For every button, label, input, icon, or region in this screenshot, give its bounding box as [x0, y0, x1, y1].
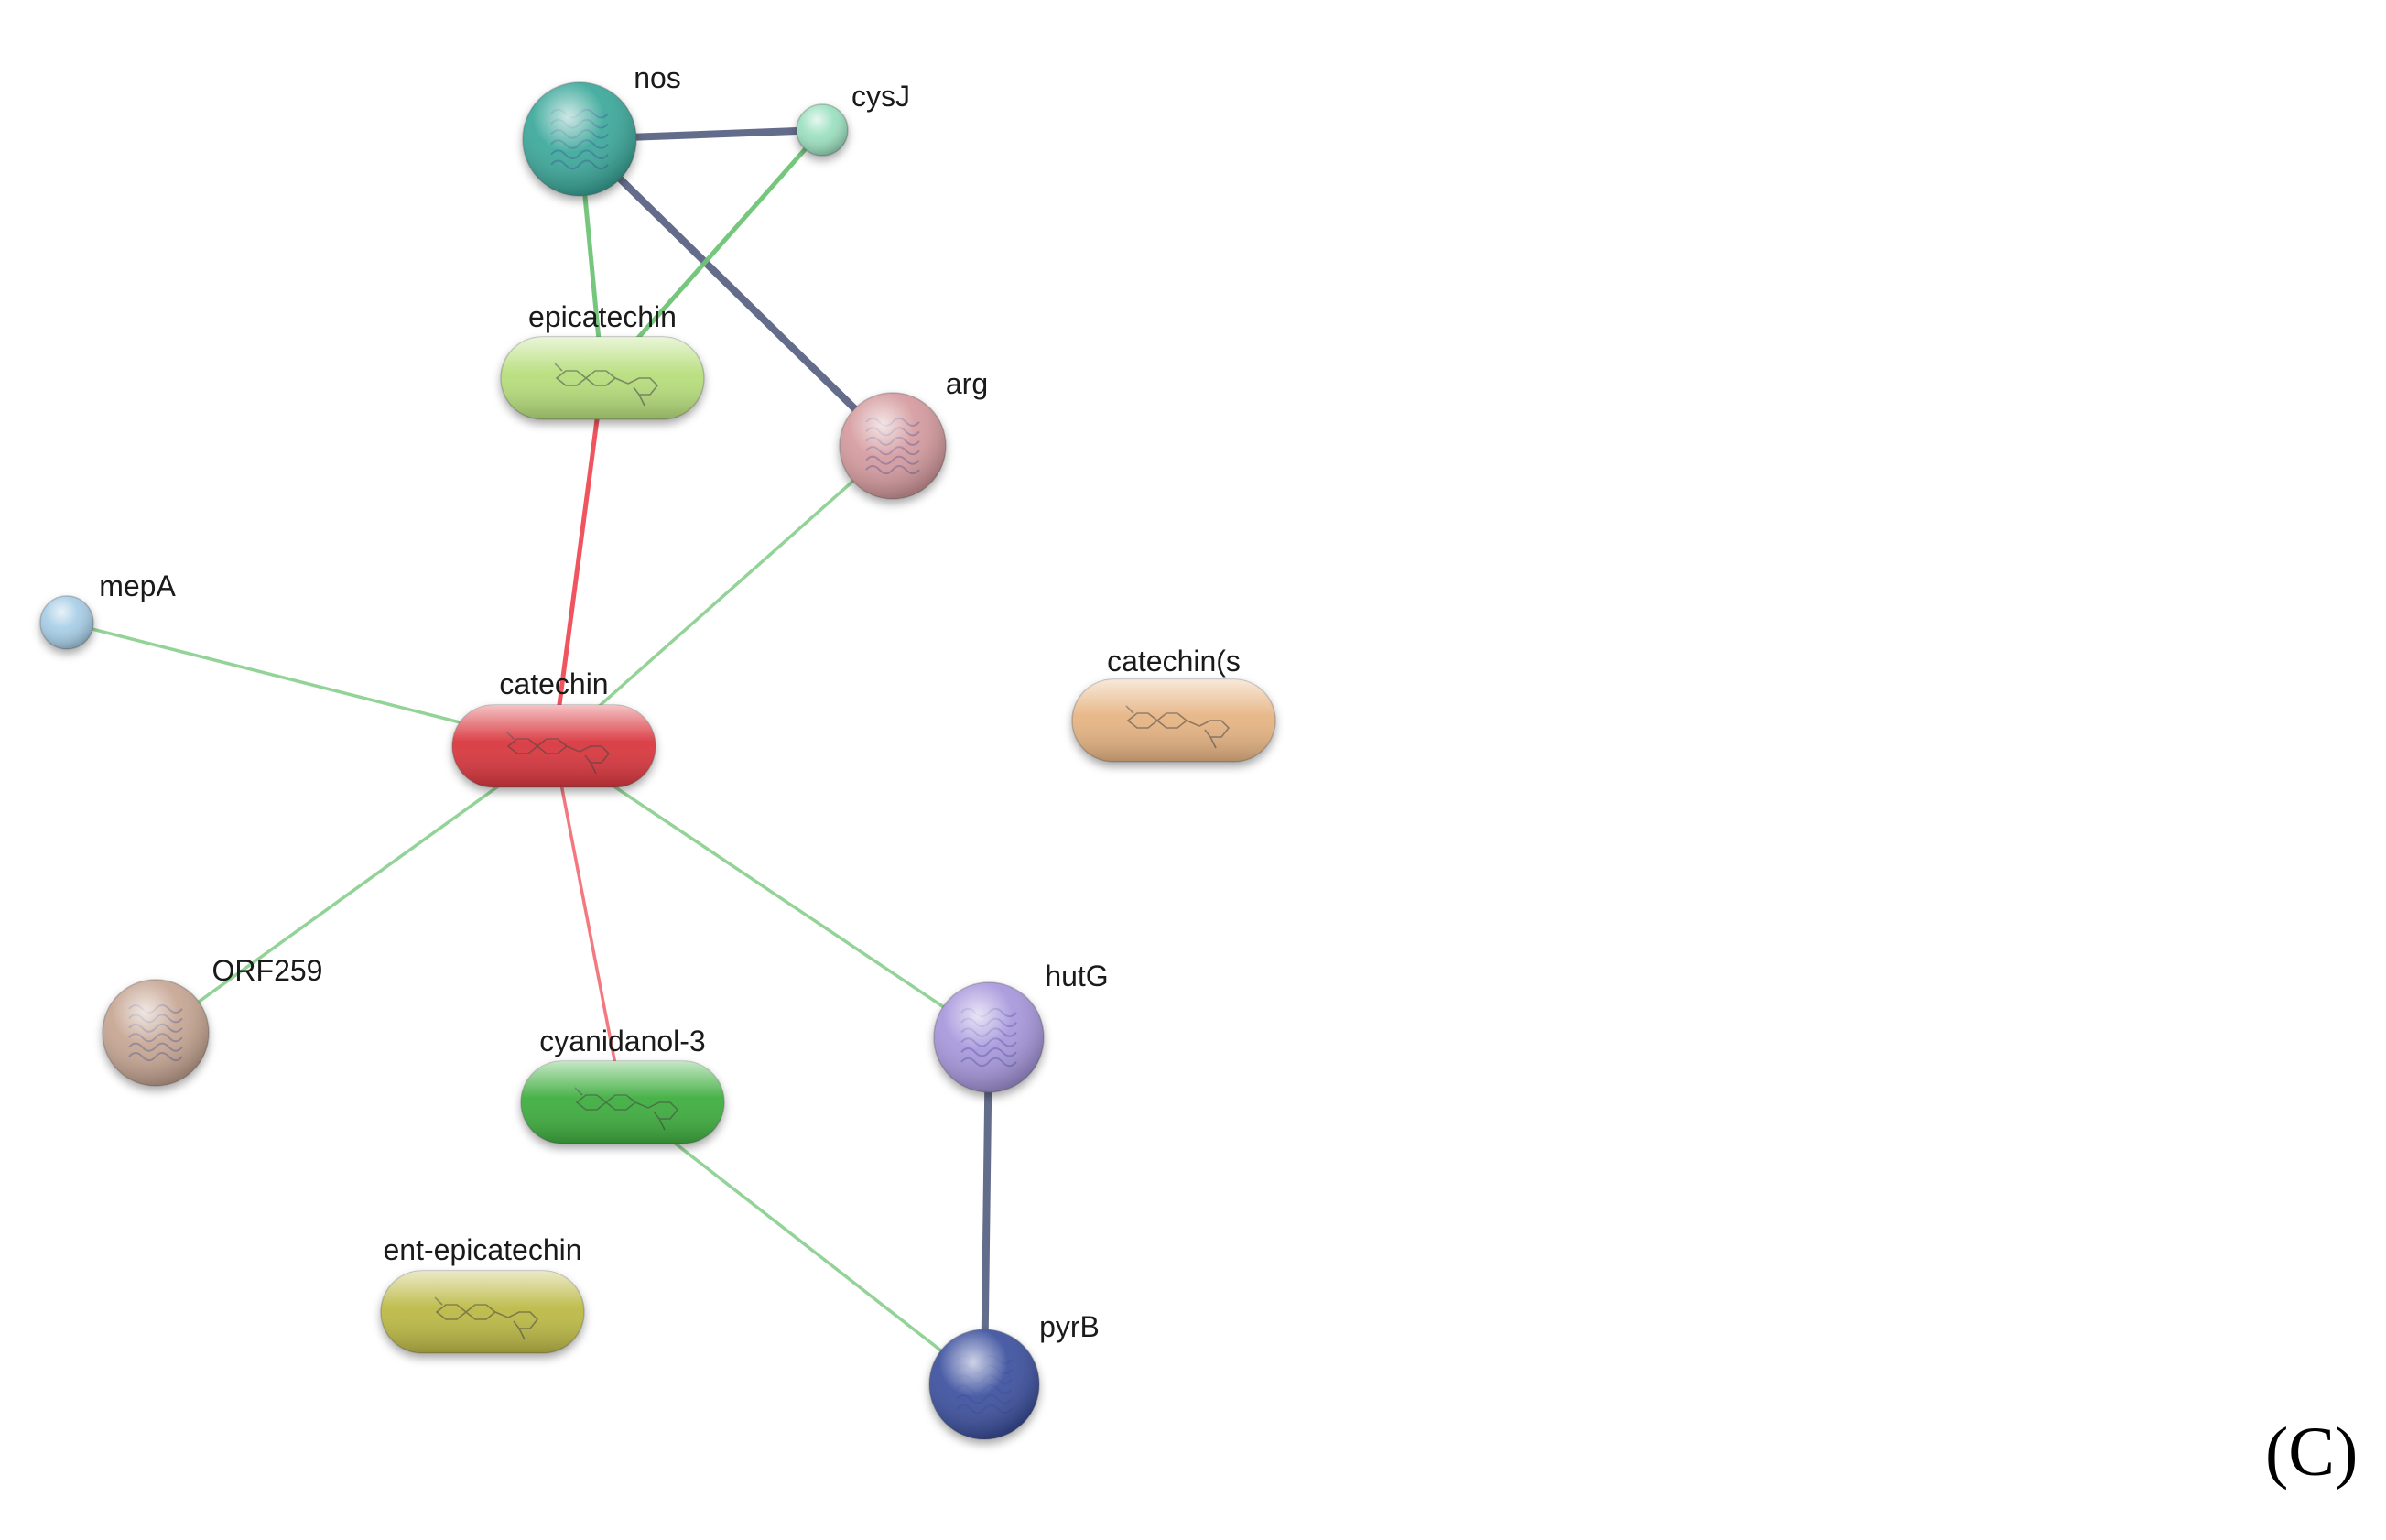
node-gloss — [381, 1271, 584, 1353]
edge-catechin-ORF259 — [154, 744, 556, 1035]
node-gloss — [103, 980, 209, 1086]
node-label-catechin: catechin — [499, 667, 608, 700]
node-label-cyanidanol3: cyanidanol-3 — [539, 1025, 705, 1057]
panel-label: (C) — [2265, 1414, 2359, 1491]
node-ent_epicatechin[interactable] — [380, 1270, 585, 1354]
edge-epicatechin-catechin — [551, 375, 605, 749]
node-label-epicatechin: epicatechin — [528, 300, 677, 333]
node-mepA[interactable] — [39, 595, 94, 650]
node-epicatechin[interactable] — [500, 336, 705, 420]
node-label-hutG: hutG — [1045, 960, 1108, 992]
node-catechin_s[interactable] — [1071, 678, 1276, 763]
node-catechin[interactable] — [451, 704, 656, 788]
node-label-nos: nos — [634, 61, 681, 94]
edge-catechin-hutG — [552, 744, 991, 1039]
edge-nos-arg — [576, 136, 896, 450]
edge-arg-catechin — [552, 444, 895, 748]
node-nos[interactable] — [522, 81, 637, 197]
node-label-catechin_s: catechin(s — [1107, 645, 1241, 678]
node-gloss — [1072, 679, 1275, 762]
node-gloss — [40, 596, 93, 649]
node-gloss — [523, 82, 636, 196]
node-cyanidanol3[interactable] — [520, 1060, 725, 1144]
edges-layer — [65, 126, 992, 1388]
node-label-cysJ: cysJ — [851, 80, 910, 113]
node-hutG[interactable] — [933, 981, 1045, 1093]
node-arg[interactable] — [839, 392, 947, 500]
nodes-layer: nos cysJ epicatechin arg mepA catechin catechi… — [39, 61, 1276, 1440]
node-label-pyrB: pyrB — [1039, 1310, 1100, 1343]
node-cysJ[interactable] — [796, 103, 849, 157]
node-pyrB[interactable] — [928, 1329, 1040, 1440]
node-gloss — [929, 1329, 1039, 1439]
edge-catechin-cyanidanol3 — [552, 744, 624, 1104]
node-ORF259[interactable] — [102, 979, 210, 1087]
node-gloss — [521, 1061, 724, 1144]
node-label-ORF259: ORF259 — [212, 954, 323, 987]
node-gloss — [840, 393, 946, 499]
node-gloss — [797, 104, 848, 156]
node-label-arg: arg — [946, 367, 988, 400]
node-gloss — [501, 337, 704, 419]
node-gloss — [452, 705, 656, 787]
node-label-mepA: mepA — [99, 569, 176, 602]
edge-hutG-pyrB — [981, 1034, 992, 1388]
edge-cyanidanol3-pyrB — [621, 1101, 986, 1386]
node-label-ent_epicatechin: ent-epicatechin — [383, 1233, 581, 1266]
node-gloss — [934, 982, 1044, 1092]
